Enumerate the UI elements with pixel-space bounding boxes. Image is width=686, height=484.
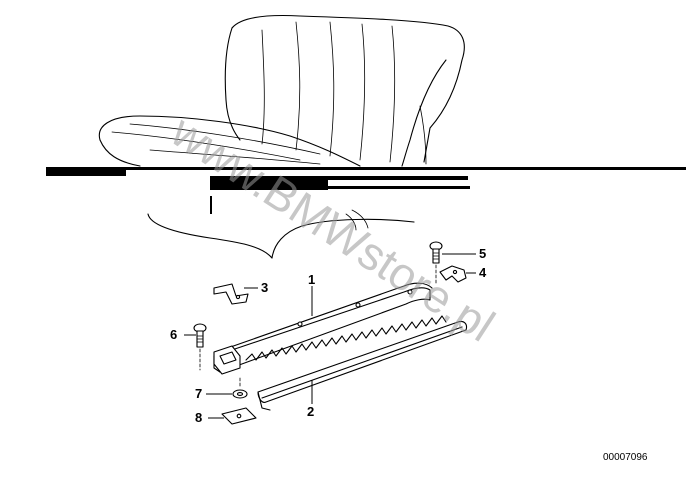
seat-rail-part <box>213 282 447 375</box>
callout-6: 6 <box>170 327 177 342</box>
clip-part <box>439 265 467 283</box>
callout-2: 2 <box>307 404 314 419</box>
washer-part <box>232 377 248 399</box>
watermark: www.BMWstore.pl <box>162 104 504 351</box>
callout-3: 3 <box>261 280 268 295</box>
bolt-part-6 <box>193 323 207 371</box>
callout-8: 8 <box>195 410 202 425</box>
screw-part-5 <box>429 241 443 286</box>
plate-part <box>221 407 257 425</box>
callout-1: 1 <box>308 272 315 287</box>
callout-4: 4 <box>479 265 487 280</box>
leader-lines <box>184 253 476 419</box>
bracket-part <box>213 283 249 305</box>
callout-5: 5 <box>479 246 486 261</box>
cover-strip-part <box>257 320 468 411</box>
seat-illustration <box>46 15 686 259</box>
image-code: 00007096 <box>603 452 648 463</box>
callout-7: 7 <box>195 386 202 401</box>
